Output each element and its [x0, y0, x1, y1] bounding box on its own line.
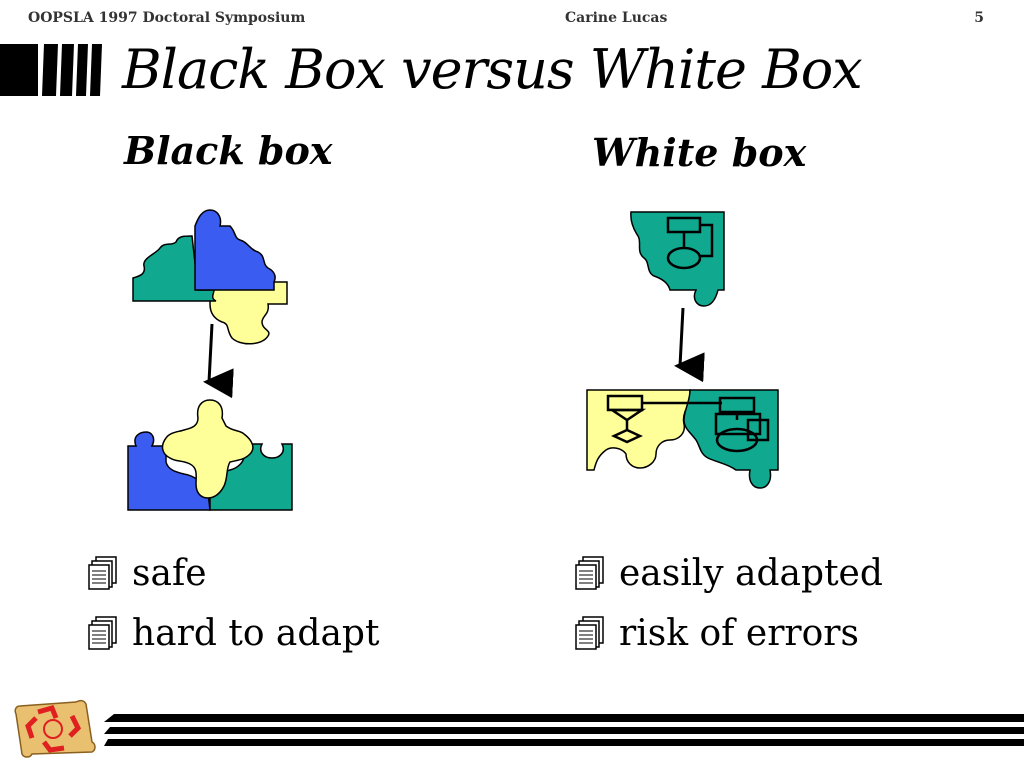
black-box-bullets: safe hard to adapt — [88, 543, 379, 663]
blue-puzzle-piece — [194, 209, 276, 291]
slide-title: Black Box versus White Box — [122, 38, 863, 101]
bullet-text: safe — [132, 552, 207, 594]
footer-decorative-lines — [104, 714, 1024, 746]
document-stack-icon — [88, 556, 117, 590]
yellow-puzzle-piece — [209, 281, 288, 345]
teal-puzzle-piece — [630, 211, 725, 307]
white-box-puzzle-bottom — [586, 389, 779, 489]
yellow-puzzle-piece — [161, 399, 254, 499]
header-conference: OOPSLA 1997 Doctoral Symposium — [28, 10, 306, 26]
black-box-puzzle-top — [132, 209, 288, 345]
white-box-bullets: easily adapted risk of errors — [575, 543, 883, 663]
white-box-puzzle-top — [630, 211, 725, 307]
document-stack-icon — [88, 616, 117, 650]
list-item: easily adapted — [575, 543, 883, 603]
black-box-heading: Black box — [124, 128, 333, 173]
black-box-puzzle-bottom — [127, 399, 293, 511]
black-box-arrow — [203, 323, 234, 399]
bullet-text: easily adapted — [619, 552, 883, 594]
list-item: hard to adapt — [88, 603, 379, 663]
title-bars-decoration — [0, 44, 102, 96]
flowchart-ellipse — [666, 246, 702, 270]
document-stack-icon — [575, 556, 604, 590]
header-author: Carine Lucas — [565, 10, 668, 26]
white-box-heading: White box — [592, 130, 807, 175]
list-item: risk of errors — [575, 603, 883, 663]
flowchart-drawing — [606, 394, 770, 453]
reuse-contracts-scroll-icon — [14, 699, 96, 758]
bullet-text: risk of errors — [619, 612, 859, 654]
bullet-text: hard to adapt — [132, 612, 380, 654]
list-item: safe — [88, 543, 379, 603]
document-stack-icon — [575, 616, 604, 650]
white-box-arrow — [674, 307, 705, 383]
header-page-number: 5 — [974, 10, 984, 26]
